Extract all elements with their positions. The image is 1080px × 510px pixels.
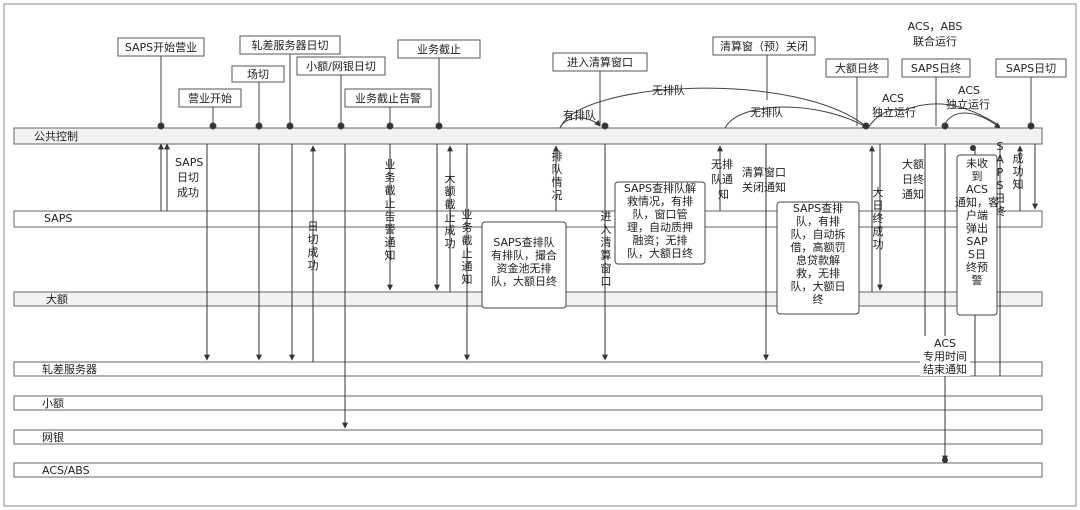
process-box-2-text: SAPS查排队解救情况，有排队，窗口管理，自动质押融资；无排队，大额日终 [624, 181, 696, 260]
signal-arrows [158, 143, 1038, 462]
label-enter-clearing-window: 进入清算窗口 [601, 210, 612, 288]
event-clearing-close-pre: 清算窗（预）关闭 [720, 39, 808, 53]
label-queue-status: 排队情况 [552, 149, 563, 202]
lane-label: 公共控制 [34, 129, 78, 143]
label-daycut-ok: 日切成功 [308, 220, 319, 272]
label-large-dayend-ok: 大日终成功 [873, 185, 884, 251]
signal-dot [942, 457, 948, 463]
flow-arcs [559, 87, 1001, 129]
label-biz-cutoff-notice: 业务截止通知 [462, 208, 473, 286]
arc-acs-indep-2b: 独立运行 [946, 97, 990, 111]
lane-label: 网银 [42, 430, 64, 444]
signal-dot [970, 145, 976, 151]
event-acs-abs-joint-2: 联合运行 [913, 34, 957, 48]
label-saps-daycut-ok-2: 日切 [177, 171, 199, 184]
lane-label: 小额 [42, 397, 64, 410]
arc-labels: 无排队 无排队 有排队 ACS 独立运行 ACS 独立运行 [563, 83, 990, 122]
lane-netbank: 网银 [13, 429, 1043, 445]
event-biz-cutoff: 业务截止 [417, 42, 461, 56]
vertical-labels: SAPS 日切 成功 日切成功 业务截止告警通知 大额截止成功 业务截止通知 排… [175, 140, 1024, 288]
arc-has-queue: 有排队 [563, 108, 596, 122]
lane-acs-abs: ACS/ABS [13, 462, 1043, 478]
label-large-dayend-notice-2: 日终 [902, 172, 924, 186]
label-no-queue-notice-3: 知 [718, 187, 729, 201]
lane-bar [13, 127, 1043, 145]
event-small-netbank-daycut: 小额/网银日切 [306, 59, 376, 73]
event-netting-daycut: 轧差服务器日切 [252, 38, 329, 52]
lane-bar [13, 361, 1043, 377]
lane-label: ACS/ABS [42, 464, 90, 477]
event-large-dayend: 大额日终 [835, 61, 879, 75]
lane-netting: 轧差服务器 [13, 361, 1043, 377]
label-clearing-close-notice-2: 关闭通知 [742, 180, 786, 194]
event-biz-start: 营业开始 [188, 91, 232, 105]
label-ok-notice: 成功知 [1013, 152, 1024, 191]
event-field-cut: 场切 [247, 67, 269, 81]
event-drop-lines [157, 54, 1035, 130]
event-saps-daycut: SAPS日切 [1006, 62, 1056, 75]
lane-public: 公共控制 [13, 127, 1043, 145]
process-box-1-text: SAPS查排队有排队，撮合资金池无排队，大额日终 [491, 235, 557, 288]
label-clearing-close-notice-1: 清算窗口 [742, 165, 786, 179]
label-saps-daycut-ok-3: 成功 [177, 186, 199, 199]
label-large-cutoff-ok: 大额截止成功 [445, 171, 456, 250]
lane-bar [13, 462, 1043, 478]
lane-bar [13, 395, 1043, 411]
lane-label: 轧差服务器 [42, 362, 97, 376]
arc-acs-indep-2a: ACS [958, 84, 980, 97]
event-acs-abs-joint-1: ACS，ABS [908, 20, 963, 33]
label-biz-cutoff-warn-notice: 业务截止告警通知 [385, 158, 396, 262]
label-large-dayend-notice-3: 通知 [902, 187, 924, 201]
arc-no-queue-1: 无排队 [652, 83, 685, 97]
process-box-1: SAPS查排队有排队，撮合资金池无排队，大额日终 [481, 221, 567, 309]
label-no-queue-notice-1: 无排 [711, 157, 733, 171]
arc-acs-indep-1b: 独立运行 [872, 105, 916, 119]
label-saps-daycut-ok-1: SAPS [175, 156, 203, 169]
process-box-3-text: SAPS查排队，有排队，自动拆借，高额罚息贷款解救，无排队，大额日终 [791, 201, 846, 306]
lane-small: 小额 [13, 395, 1043, 411]
lane-label: 大额 [46, 292, 68, 306]
event-saps-open: SAPS开始营业 [125, 40, 197, 54]
event-enter-clearing: 进入清算窗口 [567, 55, 633, 69]
lane-label: SAPS [44, 212, 72, 225]
arc-no-queue-2: 无排队 [750, 105, 783, 119]
lane-bar [13, 429, 1043, 445]
process-box-2: SAPS查排队解救情况，有排队，窗口管理，自动质押融资；无排队，大额日终 [614, 181, 706, 265]
event-boxes: SAPS开始营业 营业开始 场切 轧差服务器日切 小额/网银日切 业务截止告警 … [117, 20, 1067, 108]
event-biz-cutoff-warning: 业务截止告警 [355, 91, 421, 105]
arc-acs-indep-1a: ACS [882, 92, 904, 105]
process-box-3: SAPS查排队，有排队，自动拆借，高额罚息贷款解救，无排队，大额日终 [776, 201, 860, 315]
label-no-queue-notice-2: 队通 [711, 172, 733, 186]
label-large-dayend-notice-1: 大额 [902, 157, 924, 171]
event-saps-dayend: SAPS日终 [911, 61, 961, 75]
